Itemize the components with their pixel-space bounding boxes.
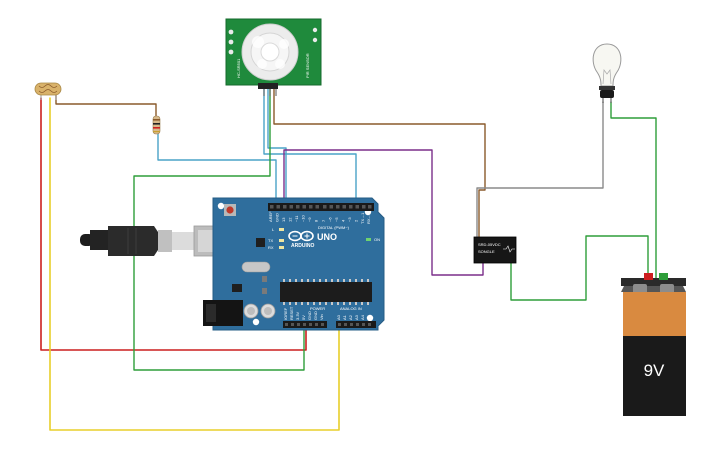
svg-text:A2: A2 (348, 314, 353, 320)
arduino-uno[interactable]: AREF GND 13 12 ~11 ~10 ~9 8 7 ~6 ~5 4 ~3… (203, 197, 385, 331)
power-header-label: POWER (310, 306, 325, 311)
led-rx-label: RX (268, 245, 274, 250)
battery-label: 9V (644, 361, 665, 380)
arduino-logo (288, 230, 314, 242)
usb-cable (80, 225, 233, 257)
light-bulb[interactable] (592, 43, 622, 103)
pir-dome (241, 23, 299, 81)
svg-text:~10: ~10 (301, 214, 306, 222)
photoresistor[interactable] (34, 82, 62, 100)
svg-text:Vin: Vin (319, 314, 324, 320)
svg-text:GND: GND (313, 311, 318, 320)
wire-brown-pir-relay[interactable] (273, 87, 486, 242)
pir-left-text: HC-SR501 (236, 58, 241, 78)
wire-cyan-resistor[interactable] (157, 129, 277, 206)
wire-yellow-ldr-a0[interactable] (49, 97, 340, 431)
power-pin-labels: IOREF RESET 3.3V 5V GND GND Vin (283, 306, 324, 320)
svg-text:IOREF: IOREF (283, 307, 288, 320)
svg-text:5V: 5V (301, 315, 306, 320)
svg-text:~11: ~11 (294, 215, 299, 222)
svg-text:RX←0: RX←0 (366, 211, 371, 224)
svg-text:2: 2 (354, 219, 359, 222)
svg-text:13: 13 (281, 217, 286, 222)
resistor[interactable] (152, 115, 161, 135)
relay[interactable]: SRD-05VDC SONGLE (473, 236, 517, 264)
led-tx-label: TX (268, 238, 273, 243)
svg-text:~5: ~5 (334, 217, 339, 222)
pir-sensor[interactable]: HC-SR501 PIR SENSOR (225, 18, 322, 96)
board-brand: ARDUINO (291, 243, 314, 249)
analog-pin-labels: A0 A1 A2 A3 A4 A5 (336, 314, 371, 320)
svg-text:~9: ~9 (307, 217, 312, 222)
relay-line2: SONGLE (478, 249, 495, 254)
reset-button[interactable] (224, 204, 236, 216)
relay-line1: SRD-05VDC (478, 242, 501, 247)
wire-red-ldr-5v[interactable] (40, 97, 307, 351)
svg-text:A3: A3 (354, 314, 359, 320)
svg-text:A1: A1 (342, 314, 347, 320)
wire-green-bulb-battery[interactable] (610, 101, 657, 279)
svg-text:12: 12 (288, 217, 293, 222)
svg-text:AREF: AREF (268, 211, 273, 222)
svg-text:GND: GND (307, 311, 312, 320)
digital-header-label: DIGITAL (PWM~) (318, 225, 350, 230)
wire-brown-ldr-resistor[interactable] (55, 93, 157, 119)
svg-text:A4: A4 (360, 314, 365, 320)
svg-text:RESET: RESET (289, 306, 294, 320)
wire-gray-relay-bulb[interactable] (476, 101, 604, 242)
svg-text:8: 8 (314, 219, 319, 222)
led-l-label: L (272, 227, 275, 232)
battery-9v[interactable]: 9V (621, 273, 686, 416)
svg-text:GND: GND (275, 213, 280, 222)
wire-purple-pin-relay[interactable] (283, 149, 484, 276)
led-on-label: ON (374, 237, 380, 242)
wire-green-gnd-pir[interactable] (133, 87, 305, 371)
power-jack[interactable] (203, 300, 243, 326)
digital-header[interactable] (268, 203, 374, 211)
svg-text:~3: ~3 (347, 217, 352, 222)
atmega-chip (280, 279, 372, 305)
svg-text:3.3V: 3.3V (295, 311, 300, 320)
svg-text:7: 7 (321, 219, 326, 222)
digital-pin-labels: AREF GND 13 12 ~11 ~10 ~9 8 7 ~6 ~5 4 ~3… (268, 211, 371, 224)
analog-header-label: ANALOG IN (340, 306, 362, 311)
wire-cyan-pir-vcc[interactable] (267, 87, 287, 206)
svg-text:4: 4 (341, 219, 346, 222)
wires (40, 87, 657, 431)
svg-text:A5: A5 (366, 314, 371, 320)
capacitors (243, 303, 276, 319)
board-model: UNO (317, 232, 337, 242)
svg-text:TX→1: TX→1 (360, 212, 365, 224)
svg-text:~6: ~6 (328, 217, 333, 222)
pir-right-text: PIR SENSOR (305, 53, 310, 78)
svg-text:A0: A0 (336, 314, 341, 320)
wire-cyan-pir-signal[interactable] (263, 87, 357, 206)
wire-green-relay-battery[interactable] (510, 235, 649, 301)
